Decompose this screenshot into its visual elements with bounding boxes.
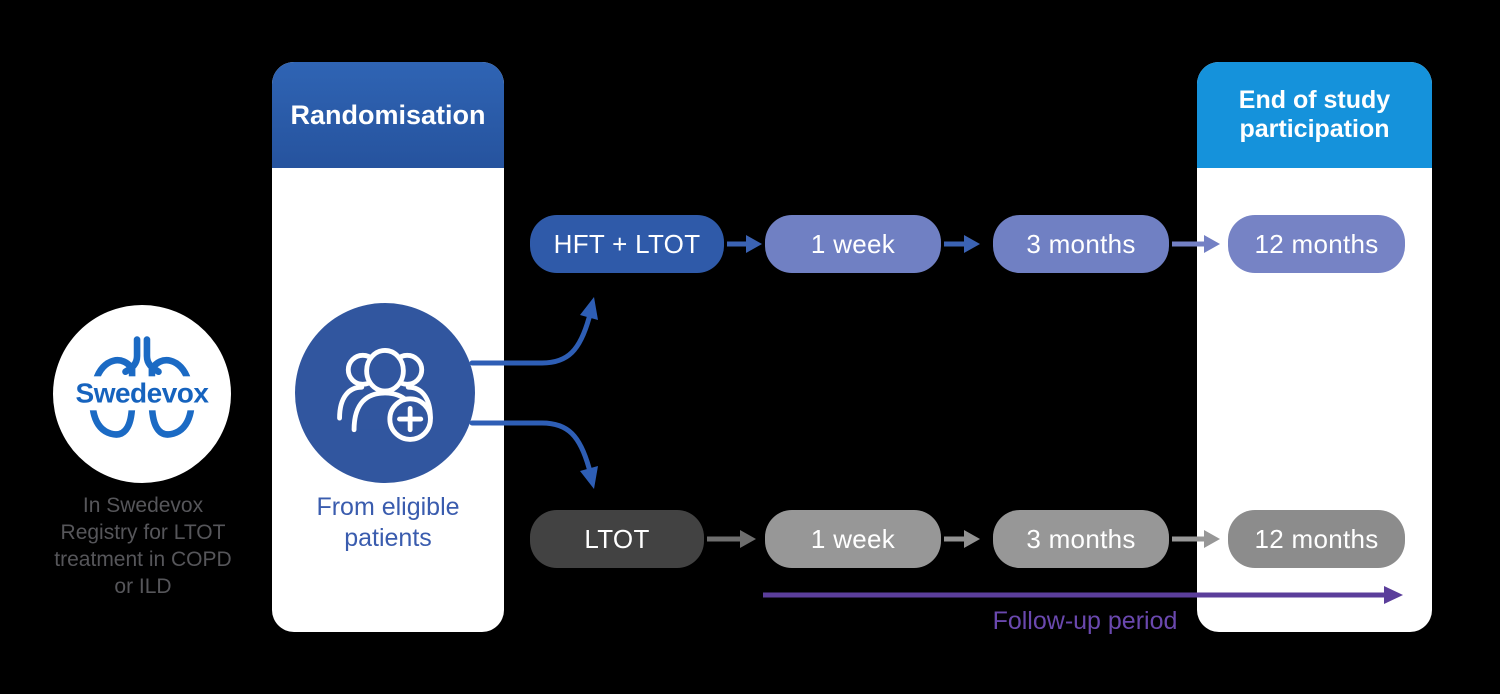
registry-caption-line: treatment in COPD xyxy=(54,548,232,571)
arrow-ltot-to-week1 xyxy=(707,530,756,548)
pill-ltot-3-months: 3 months xyxy=(993,510,1169,568)
registry-caption-line: or ILD xyxy=(114,575,172,598)
randomisation-header: Randomisation xyxy=(272,62,504,168)
pill-hft-3-months: 3 months xyxy=(993,215,1169,273)
end-header-line: participation xyxy=(1239,115,1390,143)
eligible-patients-circle xyxy=(295,303,475,483)
followup-period-label: Follow-up period xyxy=(992,607,1178,635)
pill-ltot-1-week: 1 week xyxy=(765,510,941,568)
registry-caption: In Swedevox Registry for LTOT treatment … xyxy=(23,492,263,600)
registry-caption-line: In Swedevox xyxy=(82,494,204,517)
swedevox-logo: Swedevox xyxy=(53,305,231,483)
arrow-week1-to-months3-bottom xyxy=(944,530,980,548)
pill-hft-ltot: HFT + LTOT xyxy=(530,215,724,273)
eligible-caption-line: patients xyxy=(344,524,432,552)
pill-hft-1-week: 1 week xyxy=(765,215,941,273)
pill-ltot: LTOT xyxy=(530,510,704,568)
end-header-line: End of study xyxy=(1238,86,1391,114)
eligible-patients-caption: From eligible patients xyxy=(272,492,504,554)
arrow-week1-to-months3-top xyxy=(944,235,980,253)
eligible-caption-line: From eligible xyxy=(316,493,460,521)
registry-caption-line: Registry for LTOT xyxy=(60,521,226,544)
pill-hft-12-months: 12 months xyxy=(1228,215,1405,273)
end-of-study-header: End of study participation xyxy=(1197,62,1432,168)
arrow-hft-to-week1 xyxy=(727,235,762,253)
people-plus-icon xyxy=(337,348,433,442)
pill-ltot-12-months: 12 months xyxy=(1228,510,1405,568)
swedevox-logo-text: Swedevox xyxy=(72,376,212,411)
